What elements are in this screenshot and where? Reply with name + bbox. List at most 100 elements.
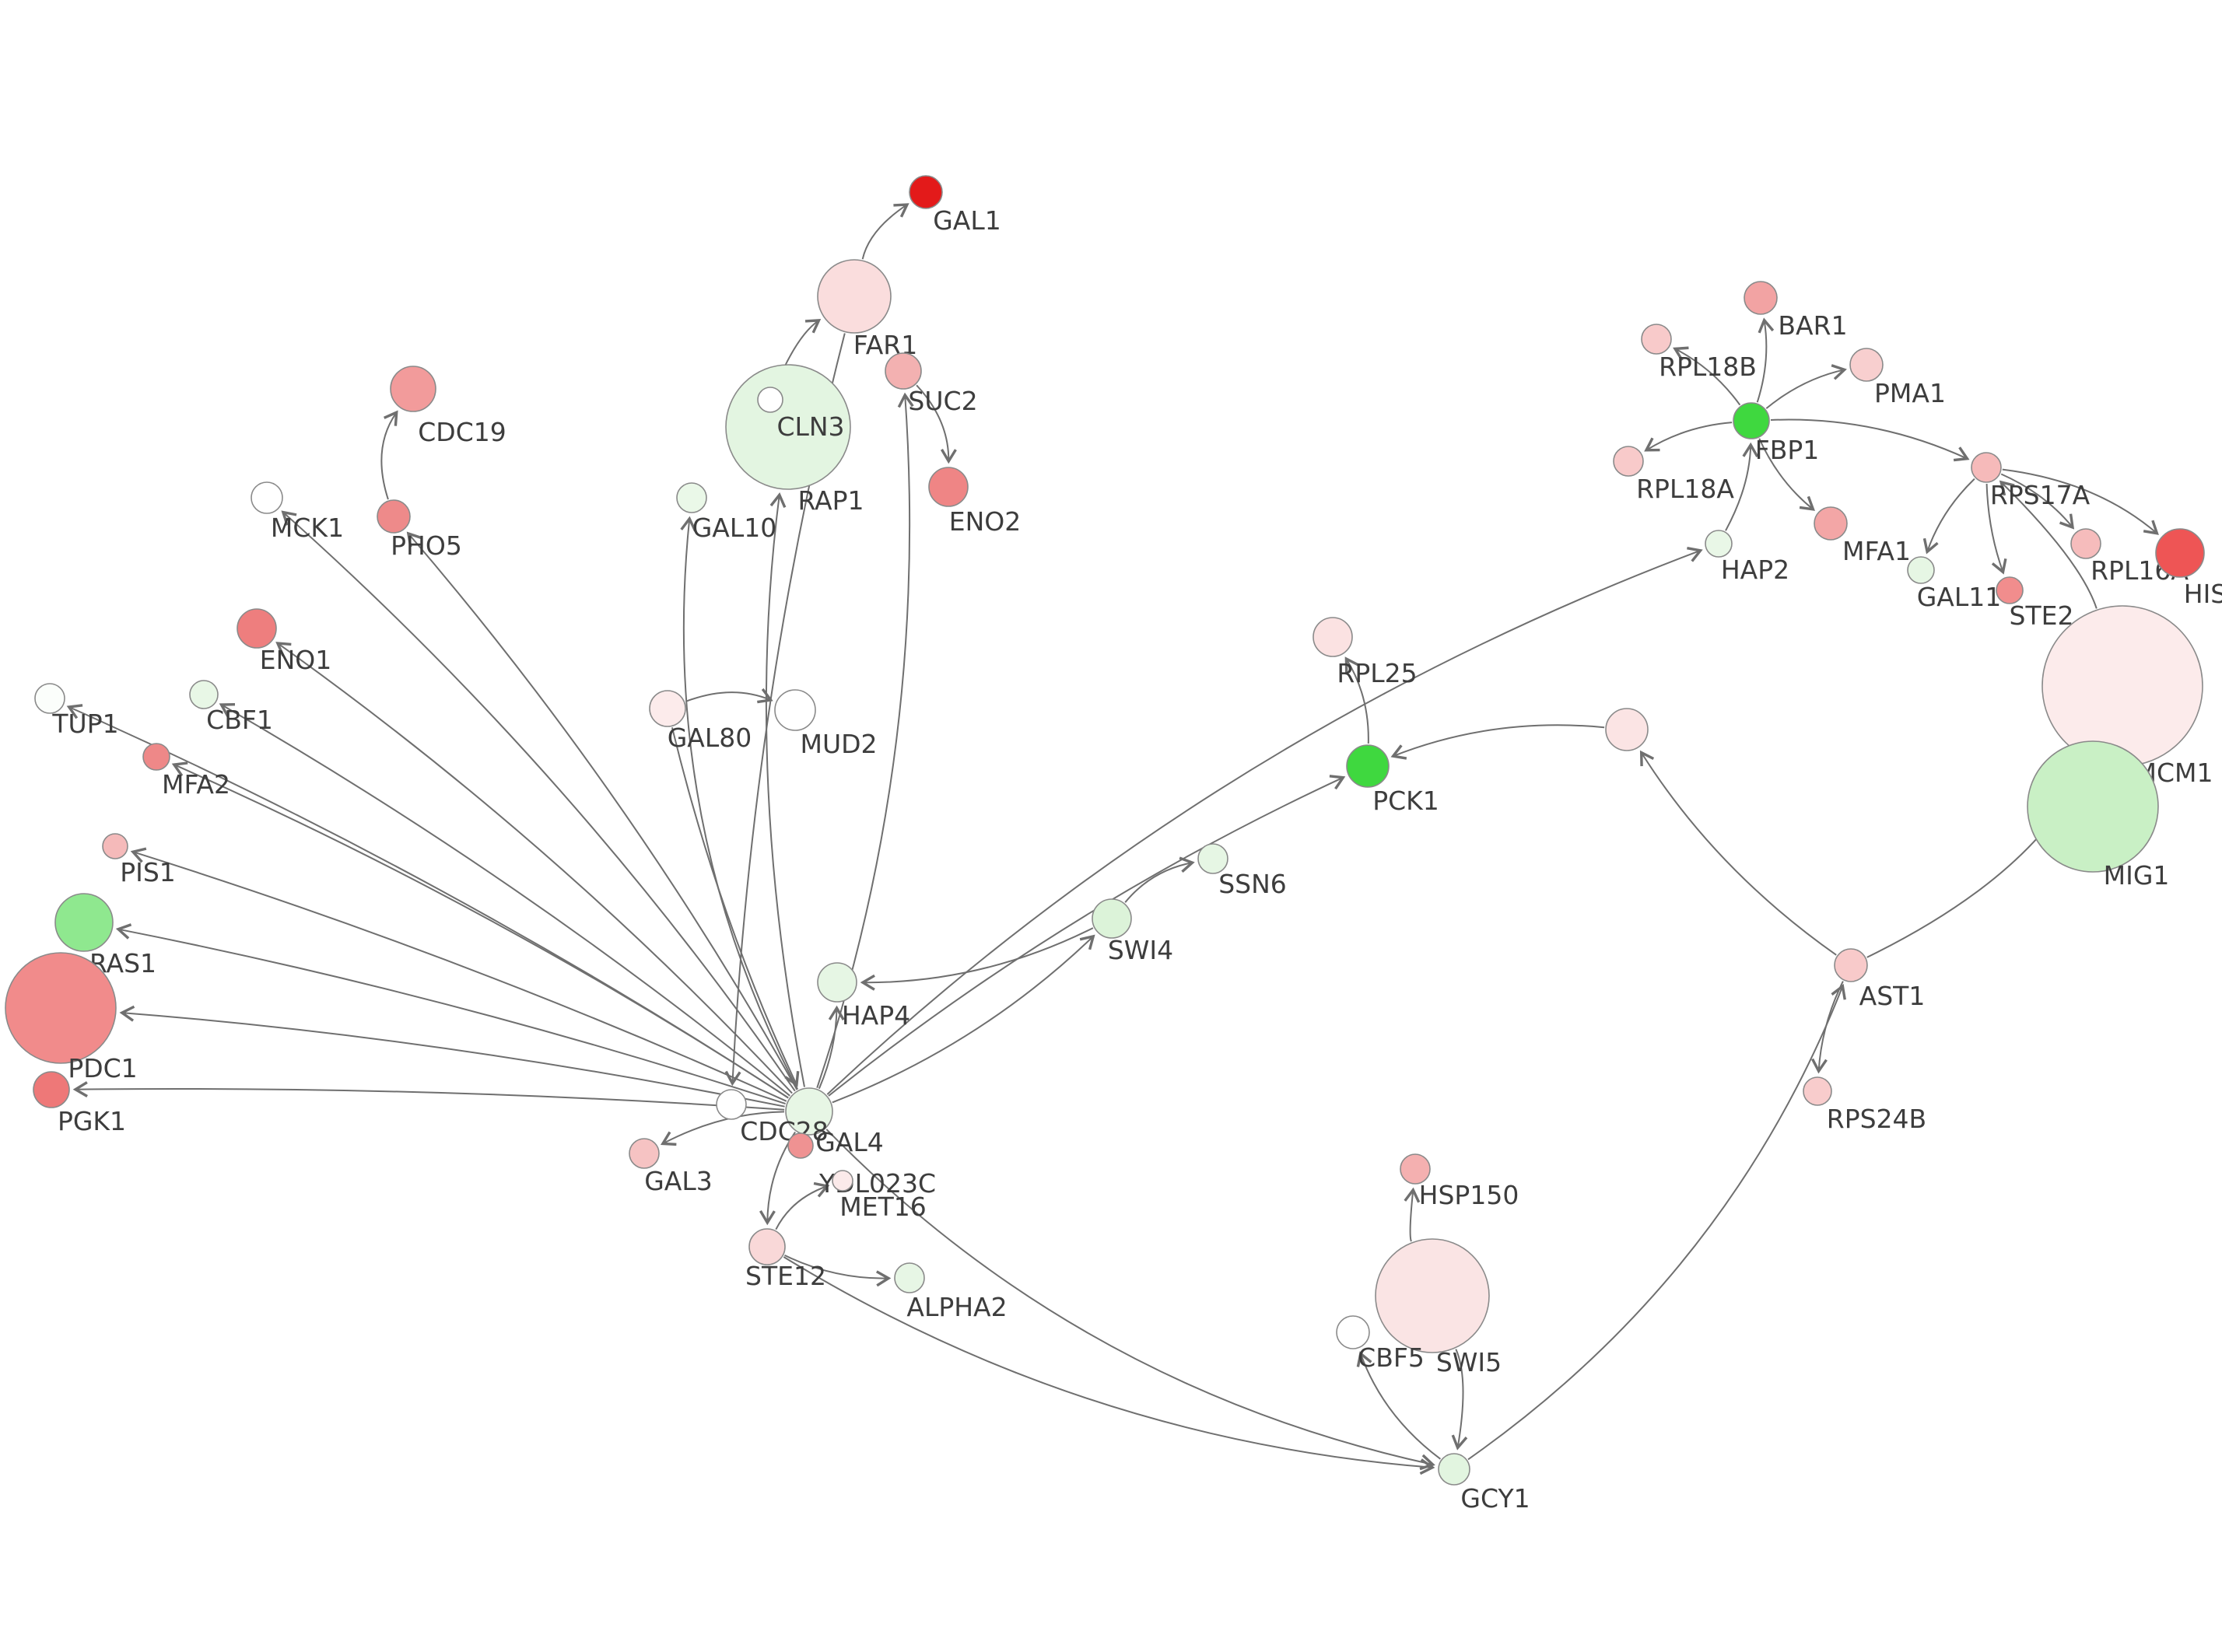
edge-gal80-gal4[interactable]	[671, 727, 800, 1087]
node-mud2[interactable]	[774, 689, 816, 731]
node-gcy1[interactable]	[1438, 1453, 1470, 1486]
edge-gal4-mfa2[interactable]	[171, 761, 789, 1099]
edge-gal4-cbf1[interactable]	[219, 703, 790, 1097]
node-swi4[interactable]	[1092, 898, 1132, 939]
node-gal4[interactable]	[785, 1087, 833, 1136]
node-rpl18a[interactable]	[1613, 446, 1644, 477]
edge-gcy1-ast1[interactable]	[1467, 983, 1846, 1461]
node-ssn6[interactable]	[1197, 843, 1228, 874]
node-his4[interactable]	[2155, 528, 2205, 578]
node-label-rpl25: RPL25	[1337, 658, 1417, 688]
node-pho5[interactable]	[377, 499, 411, 534]
node-cbf5[interactable]	[1336, 1315, 1370, 1349]
edge-gal4-pdc1[interactable]	[119, 1005, 785, 1108]
node-rpl25[interactable]	[1313, 617, 1353, 657]
edge-gal80-mud2[interactable]	[685, 688, 773, 704]
node-mck1[interactable]	[251, 481, 283, 514]
node-rap1[interactable]	[725, 364, 851, 490]
edge-fbp1-mfa1[interactable]	[1758, 438, 1815, 511]
edge-gcy1-cbf5[interactable]	[1356, 1351, 1441, 1460]
node-pgk1[interactable]	[33, 1071, 70, 1108]
edge-rps17a-ste2[interactable]	[1985, 483, 2007, 575]
edge-ste12-gcy1[interactable]	[783, 1256, 1435, 1475]
node-tup1[interactable]	[34, 683, 65, 714]
node-mcm1[interactable]	[2042, 605, 2203, 767]
edge-ste12-alpha2[interactable]	[784, 1254, 892, 1287]
node-mig1[interactable]	[2027, 740, 2159, 873]
node-cdc28[interactable]	[716, 1089, 747, 1120]
node-ydl023c[interactable]	[787, 1132, 814, 1159]
edge-swi5-gcy1[interactable]	[1451, 1349, 1468, 1451]
node-hap2[interactable]	[1705, 530, 1733, 558]
node-suc2[interactable]	[885, 352, 922, 390]
edge-swi4-ssn6[interactable]	[1124, 856, 1195, 903]
edge-pho5-cdc19[interactable]	[380, 410, 398, 500]
edge-fbp1-pma1[interactable]	[1765, 364, 1847, 409]
node-ste12[interactable]	[748, 1228, 786, 1265]
edge-gal4-pgk1[interactable]	[72, 1081, 785, 1111]
edge-gal4-pck1[interactable]	[828, 775, 1346, 1097]
node-eno1[interactable]	[237, 608, 277, 649]
node-mfa2[interactable]	[142, 743, 170, 771]
edge-gal4-swi4[interactable]	[832, 934, 1095, 1104]
node-gal80[interactable]	[649, 690, 686, 727]
node-gal1[interactable]	[909, 175, 943, 209]
edge-far1-gal1[interactable]	[861, 203, 909, 260]
edge-gal4-hap4[interactable]	[818, 1005, 845, 1090]
node-rps24b[interactable]	[1803, 1076, 1832, 1106]
edge-gal4-gal10[interactable]	[680, 516, 799, 1090]
node-unnamed[interactable]	[1605, 708, 1649, 751]
edge-ste12-met16[interactable]	[775, 1181, 830, 1230]
node-rpl16a[interactable]	[2070, 528, 2101, 559]
node-rps17a[interactable]	[1971, 452, 2002, 483]
node-ras1[interactable]	[54, 893, 114, 952]
edge-mcm1-rps17a[interactable]	[1999, 480, 2098, 609]
edge-gal4-mck1[interactable]	[281, 510, 796, 1092]
node-far1[interactable]	[817, 259, 892, 334]
edge-swi4-hap4[interactable]	[860, 927, 1094, 991]
edge-gal4-eno1[interactable]	[275, 642, 793, 1094]
node-mfa1[interactable]	[1814, 506, 1848, 541]
edge-pck1-rpl25[interactable]	[1344, 656, 1369, 744]
node-ste2[interactable]	[1996, 576, 2024, 604]
node-pma1[interactable]	[1849, 348, 1884, 382]
edge-rps17a-his4[interactable]	[2002, 468, 2159, 535]
edge-gal4-ras1[interactable]	[115, 923, 786, 1105]
node-pck1[interactable]	[1346, 744, 1390, 788]
edge-fbp1-rpl18a[interactable]	[1644, 422, 1733, 452]
node-bar1[interactable]	[1744, 281, 1778, 315]
edge-fbp1-bar1[interactable]	[1756, 317, 1775, 403]
edge-gal4-hap2[interactable]	[826, 547, 1703, 1095]
edge-rps17a-gal11[interactable]	[1922, 478, 1975, 555]
node-pis1[interactable]	[102, 833, 128, 859]
edge-gal4-gal3[interactable]	[660, 1111, 785, 1146]
edge-hap2-fbp1[interactable]	[1725, 442, 1759, 531]
node-cbf1[interactable]	[189, 680, 219, 709]
edge-gal4-rap1[interactable]	[765, 492, 805, 1087]
edge-suc2-eno2[interactable]	[916, 384, 957, 464]
edge-rps17a-rpl16a[interactable]	[2000, 473, 2075, 530]
edge-unnamed-pck1[interactable]	[1390, 724, 1605, 760]
node-eno2[interactable]	[928, 467, 969, 507]
node-met16[interactable]	[832, 1170, 853, 1192]
node-gal3[interactable]	[629, 1138, 660, 1169]
edge-gal4-pis1[interactable]	[130, 847, 787, 1102]
node-hap4[interactable]	[817, 962, 857, 1003]
edge-swi5-hsp150[interactable]	[1404, 1187, 1421, 1242]
node-hsp150[interactable]	[1400, 1153, 1431, 1185]
edge-gal4-pho5[interactable]	[406, 531, 798, 1090]
node-rpl18b[interactable]	[1641, 324, 1672, 355]
node-fbp1[interactable]	[1733, 402, 1770, 439]
edge-fbp1-rpl18b[interactable]	[1673, 346, 1741, 406]
node-pdc1[interactable]	[5, 952, 117, 1064]
node-alpha2[interactable]	[894, 1262, 925, 1293]
node-cdc19[interactable]	[390, 366, 436, 412]
edge-ast1-unnamed[interactable]	[1639, 750, 1837, 956]
node-gal10[interactable]	[676, 482, 707, 513]
edge-fbp1-rps17a[interactable]	[1770, 418, 1970, 462]
node-cln3[interactable]	[757, 387, 783, 413]
node-ast1[interactable]	[1834, 948, 1868, 982]
node-gal11[interactable]	[1907, 556, 1935, 584]
node-swi5[interactable]	[1375, 1238, 1490, 1353]
edge-gal4-gcy1[interactable]	[825, 1129, 1435, 1471]
